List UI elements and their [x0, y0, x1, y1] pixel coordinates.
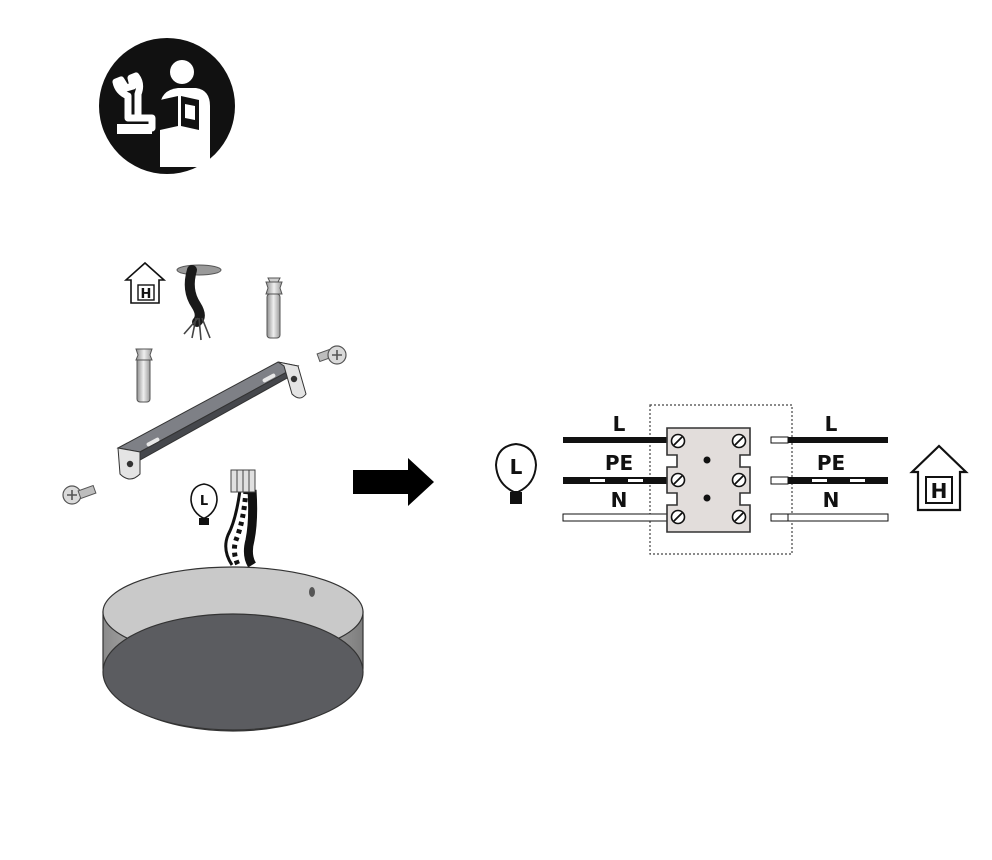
- wire-label-earth: PE: [605, 451, 633, 475]
- read-manual-icon: [99, 38, 235, 174]
- wire-line: [788, 437, 888, 443]
- wire-label-line: L: [613, 412, 626, 436]
- wire-line: [563, 437, 667, 443]
- screw-icon: [316, 345, 347, 365]
- house-letter: H: [931, 479, 948, 503]
- ceiling-canopy-icon: [102, 566, 364, 732]
- lamp-icon: L: [494, 442, 538, 504]
- lamp-wires-icon: [224, 469, 258, 568]
- house-icon: H: [123, 261, 167, 304]
- house-letter: H: [141, 287, 152, 302]
- screw-icon: [731, 509, 747, 525]
- arrow-right-icon: [353, 458, 434, 506]
- wire-earth: [563, 477, 667, 484]
- mounting-bracket-icon: [116, 361, 307, 480]
- wire-neutral: [562, 513, 668, 522]
- wire-label-line: L: [825, 412, 838, 436]
- house-side-wires: [770, 436, 889, 522]
- screw-icon: [731, 433, 747, 449]
- wire-earth: [788, 477, 888, 484]
- wire-label-neutral: N: [823, 488, 840, 512]
- lamp-letter: L: [510, 455, 523, 479]
- wall-anchor-icon: [265, 277, 283, 339]
- ceiling-cable-icon: [176, 264, 222, 341]
- lamp-letter: L: [200, 494, 208, 509]
- exploded-view: H: [62, 261, 364, 732]
- wiring-diagram: L H: [494, 404, 969, 555]
- wall-anchor-icon: [135, 348, 153, 403]
- wire-label-earth: PE: [817, 451, 845, 475]
- wire-label-neutral: N: [611, 488, 628, 512]
- screw-icon: [670, 433, 686, 449]
- wire-neutral: [787, 513, 889, 522]
- lamp-icon: L: [190, 483, 218, 525]
- screw-icon: [670, 472, 686, 488]
- terminal-block: [666, 427, 751, 533]
- terminal-screws: [670, 433, 747, 525]
- house-icon: H: [909, 444, 969, 512]
- screw-icon: [62, 484, 97, 505]
- screw-icon: [731, 472, 747, 488]
- screw-icon: [670, 509, 686, 525]
